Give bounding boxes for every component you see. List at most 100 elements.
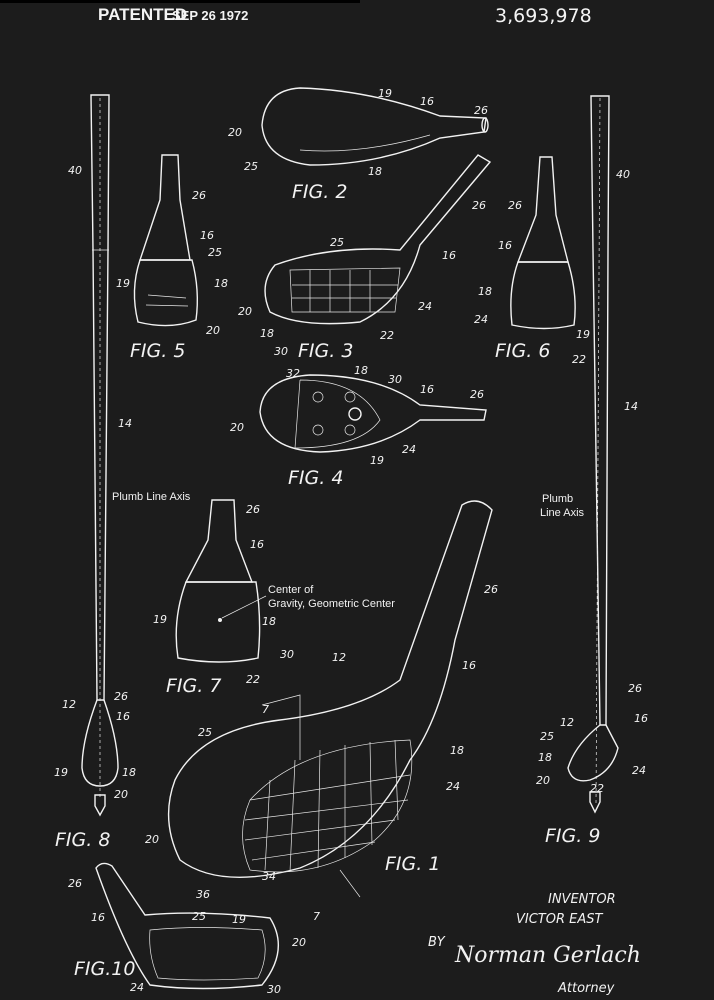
ref-numeral: 20 bbox=[536, 774, 550, 787]
fig5-drawing bbox=[133, 154, 199, 327]
ref-numeral: 18 bbox=[478, 285, 492, 298]
by-label: BY bbox=[428, 935, 446, 950]
fig4-drawing bbox=[259, 374, 487, 453]
ref-numeral: 19 bbox=[576, 328, 590, 341]
ref-numeral: 16 bbox=[498, 239, 512, 252]
fig2-drawing bbox=[261, 87, 489, 166]
ref-numeral: 26 bbox=[470, 388, 484, 401]
patent-number: 3,693,978 bbox=[495, 5, 592, 27]
ref-numeral: 40 bbox=[68, 164, 82, 177]
ref-numeral: 20 bbox=[114, 788, 128, 801]
ref-numeral: 18 bbox=[354, 364, 368, 377]
ref-numeral: 16 bbox=[442, 249, 456, 262]
ref-numeral: 22 bbox=[572, 353, 586, 366]
top-border bbox=[0, 0, 360, 3]
ref-numeral: 30 bbox=[280, 648, 294, 661]
fig8-label: FIG. 8 bbox=[55, 829, 110, 851]
fig7-label: FIG. 7 bbox=[166, 675, 221, 697]
ref-numeral: 18 bbox=[260, 327, 274, 340]
fig5-label: FIG. 5 bbox=[130, 340, 185, 362]
ref-numeral: 20 bbox=[145, 833, 159, 846]
ref-numeral: 25 bbox=[208, 246, 222, 259]
ref-numeral: 30 bbox=[274, 345, 288, 358]
ref-numeral: 26 bbox=[246, 503, 260, 516]
ref-numeral: 26 bbox=[472, 199, 486, 212]
center-of-gravity-label: Center of bbox=[268, 584, 314, 596]
ref-numeral: 24 bbox=[402, 443, 416, 456]
plumb-line-axis-label: Plumb Line Axis bbox=[112, 491, 191, 503]
ref-numeral: 19 bbox=[232, 913, 246, 926]
ref-numeral: 34 bbox=[262, 870, 276, 883]
ref-numeral: 32 bbox=[286, 367, 300, 380]
fig1-label: FIG. 1 bbox=[385, 853, 440, 875]
ref-numeral: 25 bbox=[244, 160, 258, 173]
ref-numeral: 19 bbox=[54, 766, 68, 779]
ref-numeral: 26 bbox=[628, 682, 642, 695]
ref-numeral: 30 bbox=[388, 373, 402, 386]
ref-numeral: 19 bbox=[370, 454, 384, 467]
attorney-signature: Norman Gerlach bbox=[454, 943, 641, 968]
fig6-label: FIG. 6 bbox=[495, 340, 550, 362]
attorney-label: Attorney bbox=[557, 981, 615, 996]
ref-numeral: 18 bbox=[122, 766, 136, 779]
plumb-line-axis-label: Plumb bbox=[542, 493, 573, 505]
ref-numeral: 26 bbox=[68, 877, 82, 890]
ref-numeral: 25 bbox=[192, 910, 206, 923]
ref-numeral: 18 bbox=[538, 751, 552, 764]
fig7-drawing bbox=[175, 499, 267, 663]
ref-numeral: 16 bbox=[420, 383, 434, 396]
ref-numeral: 24 bbox=[446, 780, 460, 793]
ref-numeral: 16 bbox=[250, 538, 264, 551]
fig10-label: FIG.10 bbox=[74, 958, 135, 980]
ref-numeral: 16 bbox=[634, 712, 648, 725]
ref-numeral: 36 bbox=[196, 888, 210, 901]
ref-numeral: 7 bbox=[313, 910, 320, 923]
inventor-name: VICTOR EAST bbox=[516, 912, 604, 927]
ref-numeral: 20 bbox=[238, 305, 252, 318]
ref-numeral: 24 bbox=[474, 313, 488, 326]
ref-numeral: 24 bbox=[632, 764, 646, 777]
ref-numeral: 20 bbox=[206, 324, 220, 337]
ref-numeral: 12 bbox=[560, 716, 574, 729]
ref-numeral: 20 bbox=[228, 126, 242, 139]
fig1-drawing bbox=[167, 500, 493, 898]
ref-numeral: 16 bbox=[462, 659, 476, 672]
patent-date: SEP 26 1972 bbox=[172, 8, 248, 23]
fig9-drawing bbox=[567, 95, 619, 814]
ref-numeral: 12 bbox=[332, 651, 346, 664]
ref-numeral: 25 bbox=[198, 726, 212, 739]
ref-numeral: 19 bbox=[116, 277, 130, 290]
fig6-drawing bbox=[510, 156, 576, 330]
ref-numeral: 26 bbox=[114, 690, 128, 703]
ref-numeral: 22 bbox=[380, 329, 394, 342]
fig8-drawing bbox=[81, 94, 119, 817]
ref-numeral: 19 bbox=[378, 87, 392, 100]
ref-numeral: 14 bbox=[624, 400, 638, 413]
inventor-heading: INVENTOR bbox=[548, 892, 616, 907]
ref-numeral: 16 bbox=[91, 911, 105, 924]
ref-numeral: 26 bbox=[192, 189, 206, 202]
ref-numeral: 20 bbox=[292, 936, 306, 949]
ref-numeral: 7 bbox=[262, 703, 269, 716]
fig2-label: FIG. 2 bbox=[292, 181, 347, 203]
patented-label: PATENTED bbox=[98, 5, 187, 24]
ref-numeral: 16 bbox=[420, 95, 434, 108]
ref-numeral: 40 bbox=[616, 168, 630, 181]
ref-numeral: 18 bbox=[450, 744, 464, 757]
ref-numeral: 19 bbox=[153, 613, 167, 626]
ref-numeral: 12 bbox=[62, 698, 76, 711]
ref-numeral: 25 bbox=[330, 236, 344, 249]
ref-numeral: 30 bbox=[267, 983, 281, 996]
ref-numeral: 24 bbox=[130, 981, 144, 994]
fig10-drawing bbox=[95, 862, 279, 990]
fig3-label: FIG. 3 bbox=[298, 340, 353, 362]
ref-numeral: 14 bbox=[118, 417, 132, 430]
ref-numeral: 26 bbox=[474, 104, 488, 117]
ref-numeral: 18 bbox=[368, 165, 382, 178]
ref-numeral: 24 bbox=[418, 300, 432, 313]
ref-numeral: 22 bbox=[246, 673, 260, 686]
ref-numeral: 26 bbox=[484, 583, 498, 596]
ref-numeral: 22 bbox=[590, 782, 604, 795]
